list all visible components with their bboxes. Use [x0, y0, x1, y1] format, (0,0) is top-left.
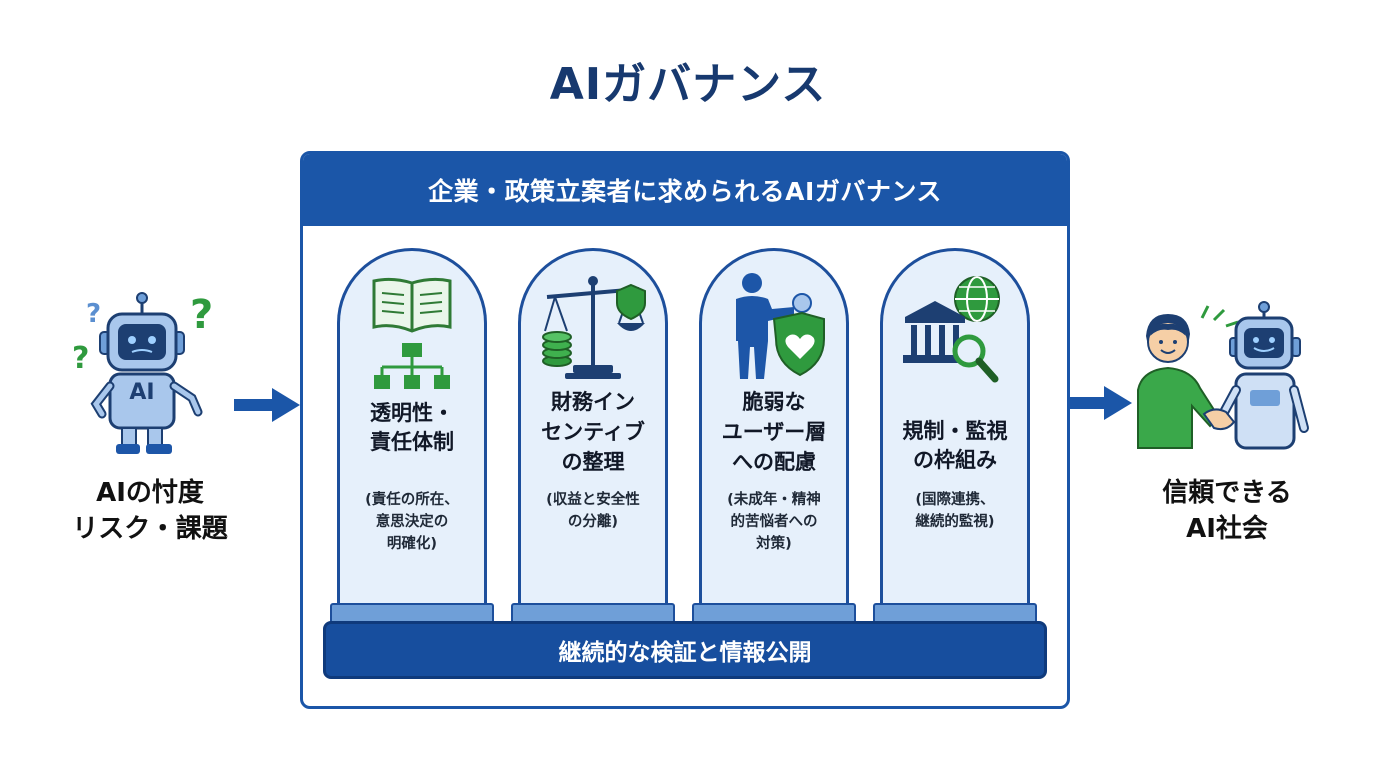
governance-framework: 企業・政策立案者に求められるAIガバナンス — [300, 151, 1070, 709]
robot-chest-text: AI — [129, 380, 155, 405]
pillar-subtitle: (責任の所在、 意思決定の 明確化) — [365, 492, 459, 552]
pillar-base — [330, 603, 494, 623]
foundation-bar: 継続的な検証と情報公開 — [323, 621, 1047, 679]
svg-text:?: ? — [86, 299, 101, 329]
pillar-transparency: 透明性・ 責任体制 (責任の所在、 意思決定の 明確化) — [337, 248, 487, 604]
family-heart-shield-icon — [702, 269, 846, 397]
left-arrow-icon — [234, 386, 302, 428]
pillar-base — [692, 603, 856, 623]
pillar-title: 財務イン センティブ の整理 — [541, 390, 645, 474]
pillar-title: 脆弱な ユーザー層 への配慮 — [721, 390, 827, 474]
left-label: AIの忖度 リスク・課題 — [72, 478, 228, 544]
right-label: 信頼できる AI社会 — [1162, 478, 1292, 544]
book-org-chart-icon — [340, 269, 484, 397]
pillar-subtitle: (国際連携、 継続的監視) — [915, 492, 995, 530]
human-robot-handshake-icon — [1134, 298, 1324, 454]
pillar-regulation: 規制・監視 の枠組み (国際連携、 継続的監視) — [880, 248, 1030, 604]
right-arrow-icon — [1070, 384, 1134, 426]
pillar-financial-incentives: 財務イン センティブ の整理 (収益と安全性 の分離) — [518, 248, 668, 604]
svg-text:?: ? — [190, 292, 213, 338]
svg-text:?: ? — [72, 341, 89, 376]
framework-header: 企業・政策立案者に求められるAIガバナンス — [303, 154, 1067, 226]
page-title: AIガバナンス — [549, 59, 827, 110]
confused-robot-icon: ? ? ? AI — [66, 288, 226, 458]
government-globe-magnifier-icon — [883, 269, 1027, 397]
pillar-subtitle: (収益と安全性 の分離) — [546, 492, 640, 530]
pillar-title: 規制・監視 の枠組み — [902, 419, 1008, 472]
pillar-title: 透明性・ 責任体制 — [370, 401, 454, 454]
pillar-base — [511, 603, 675, 623]
scales-coins-shield-icon — [521, 269, 665, 397]
pillar-subtitle: (未成年・精神 的苦悩者への 対策) — [727, 492, 821, 552]
pillar-base — [873, 603, 1037, 623]
pillar-vulnerable-users: 脆弱な ユーザー層 への配慮 (未成年・精神 的苦悩者への 対策) — [699, 248, 849, 604]
